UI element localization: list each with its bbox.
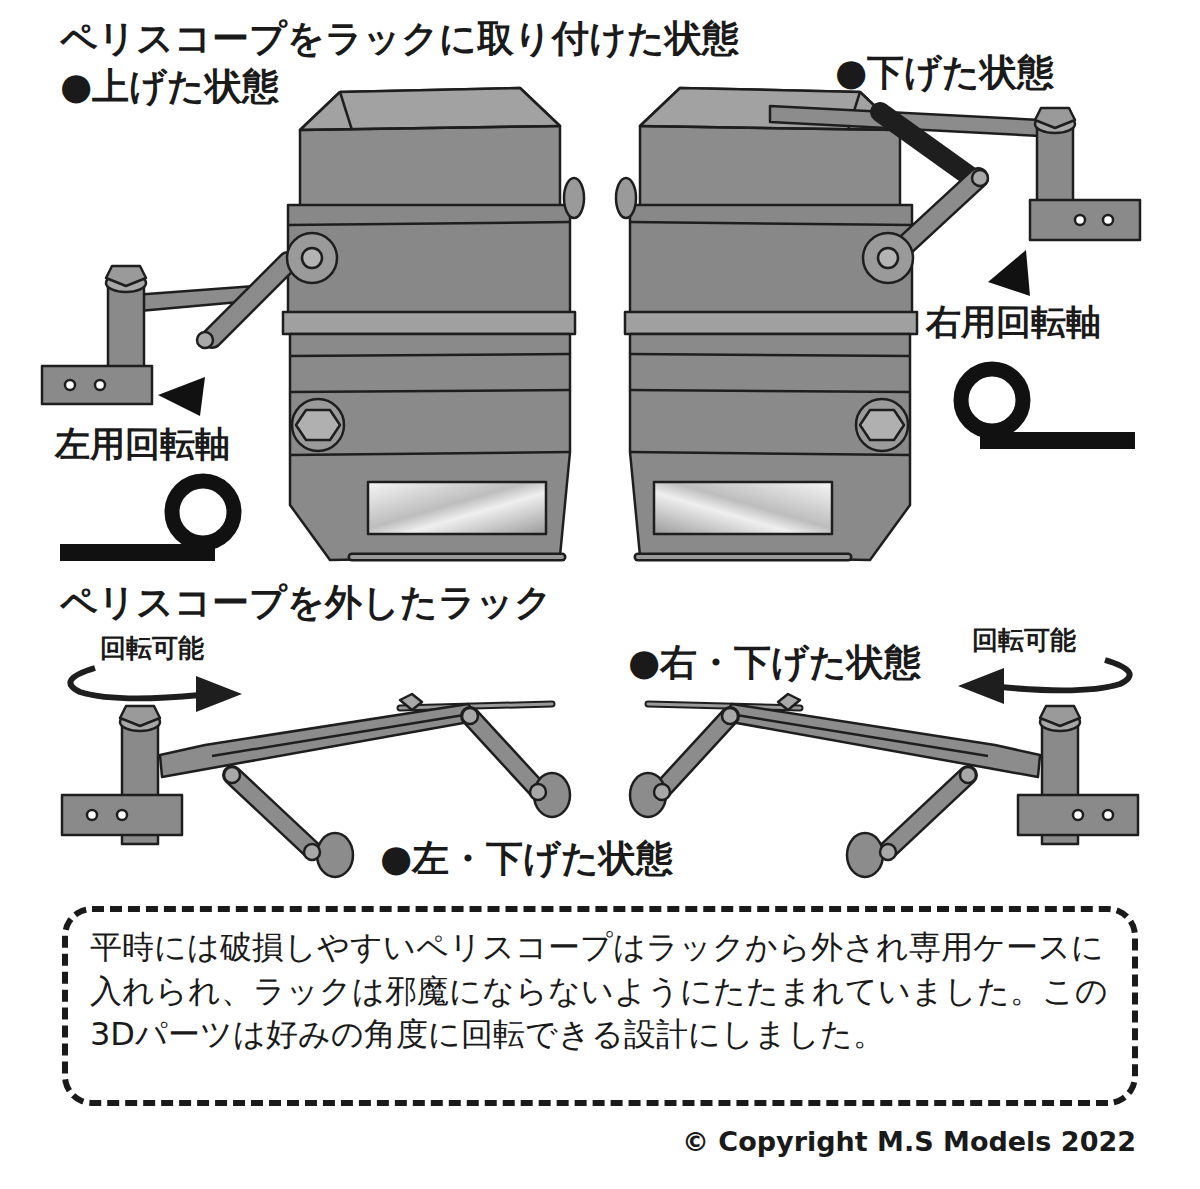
rotation-label: 回転可能 (972, 626, 1076, 656)
copyright-note: © Copyright M.S Models 2022 (682, 1126, 1136, 1157)
rack-lowered-part (900, 178, 978, 250)
rack-raised-part (302, 248, 322, 268)
rack-lowered-part (1035, 108, 1075, 128)
state-label: ●上げた状態 (60, 66, 279, 109)
title: ペリスコープをラックに取り付けた状態 (60, 18, 739, 61)
section-heading: ペリスコープを外したラック (60, 582, 552, 625)
rack-lowered-part (880, 112, 975, 180)
note-text: 平時には破損しやすいペリスコープはラックから外され専用ケースに入れられ、ラックは… (90, 926, 1110, 1057)
rack-raised-part (106, 266, 146, 286)
rack-raised-part (65, 380, 75, 390)
rack-raised (42, 233, 337, 416)
rack-raised-part (158, 377, 205, 416)
right-axis-symbol (961, 369, 1135, 449)
state-label: ●左・下げた状態 (380, 838, 673, 881)
rack-lowered-part (878, 248, 898, 268)
rack-raised-part (42, 366, 152, 404)
left-rotation-arrow (70, 668, 242, 712)
rack-raised-part (95, 380, 105, 390)
note-box: 平時には破損しやすいペリスコープはラックから外され専用ケースに入れられ、ラックは… (62, 906, 1138, 1106)
rack-lowered (770, 106, 1140, 296)
rack-raised-part (212, 262, 288, 338)
rotation-label: 回転可能 (100, 634, 204, 664)
state-label: ●下げた状態 (835, 52, 1054, 95)
rack-lowered-part (1030, 200, 1140, 240)
rack-raised-part (212, 262, 288, 338)
periscope-left (283, 88, 584, 560)
left-axis-symbol (60, 481, 234, 561)
rack-lowered-part (988, 250, 1030, 296)
rack-lowered-part (1075, 215, 1085, 225)
rack-lowered-part (863, 233, 913, 283)
rack-raised-part (287, 233, 337, 283)
periscope-right (616, 88, 917, 560)
axis-label: 右用回転軸 (926, 302, 1101, 342)
rack-lowered-part (900, 178, 978, 250)
rack-lowered-part (1103, 215, 1113, 225)
right-rotation-arrow (958, 660, 1130, 704)
rack-right-folded (630, 694, 1138, 877)
axis-label: 左用回転軸 (55, 424, 230, 464)
rack-raised-part (197, 332, 213, 348)
rack-lowered-part (972, 170, 988, 186)
state-label: ●右・下げた状態 (628, 642, 921, 685)
